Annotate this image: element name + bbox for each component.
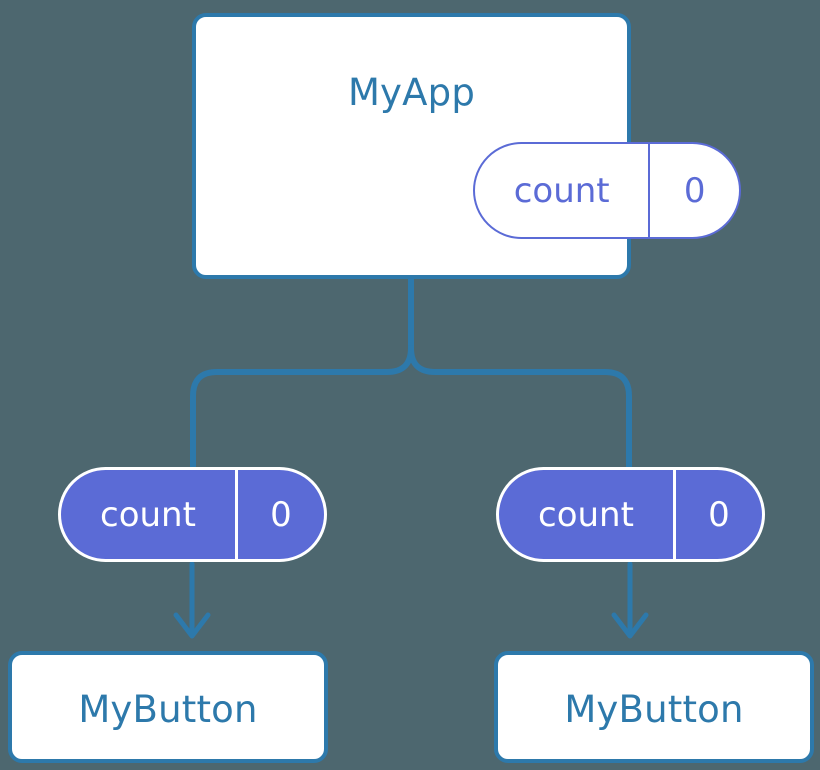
props-pill-value: 0 bbox=[234, 470, 324, 559]
props-pill-key: count bbox=[538, 494, 634, 535]
component-card-mybutton-right: MyButton bbox=[494, 651, 814, 763]
state-pill-key: count bbox=[513, 170, 610, 211]
component-name-label: MyButton bbox=[564, 688, 744, 731]
connector-to-left-child bbox=[190, 345, 414, 471]
props-arrow-right-head bbox=[611, 612, 649, 639]
state-pill-root: count 0 bbox=[473, 142, 741, 239]
component-name-label: MyButton bbox=[78, 688, 258, 731]
props-arrow-left-head bbox=[173, 612, 211, 639]
props-pill-right: count 0 bbox=[496, 467, 765, 562]
component-name-label: MyApp bbox=[347, 71, 476, 114]
state-pill-value: 0 bbox=[648, 144, 739, 237]
component-card-myapp: MyApp count 0 bbox=[192, 13, 741, 279]
component-card-mybutton-left: MyButton bbox=[8, 651, 328, 763]
props-pill-left: count 0 bbox=[58, 467, 327, 562]
props-pill-key: count bbox=[100, 494, 196, 535]
props-pill-value: 0 bbox=[672, 470, 762, 559]
connector-to-right-child bbox=[408, 345, 632, 471]
